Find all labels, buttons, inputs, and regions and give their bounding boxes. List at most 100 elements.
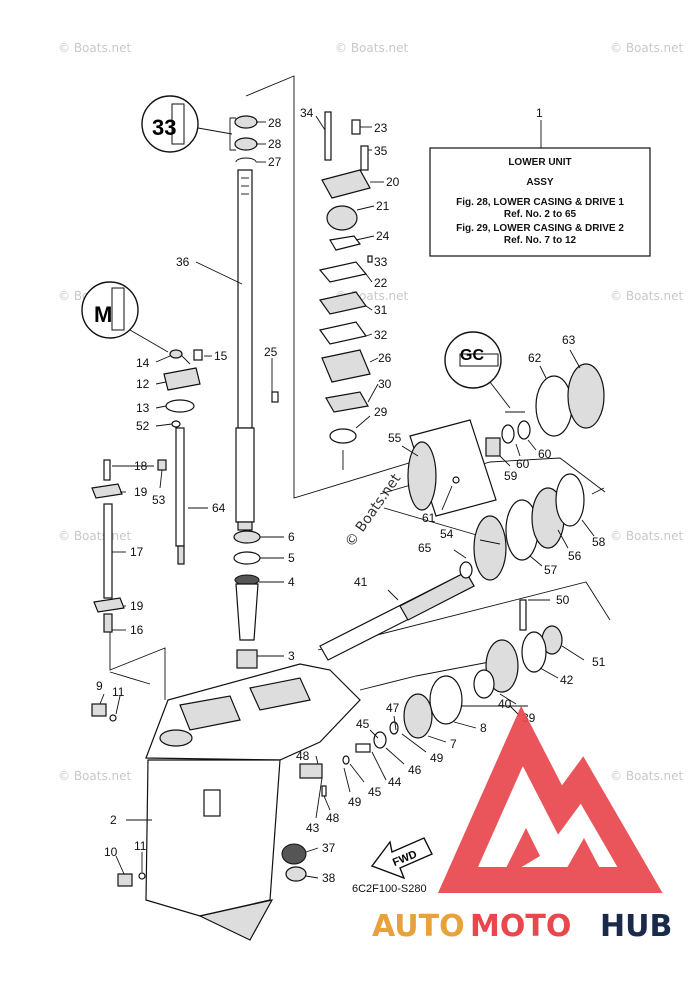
callout: 11 bbox=[134, 839, 147, 853]
callout: 44 bbox=[388, 775, 402, 789]
watermark-text: © Boats.net bbox=[610, 289, 684, 303]
title-line: Ref. No. 7 to 12 bbox=[504, 235, 577, 246]
watermark-text: © Boats.net bbox=[610, 769, 684, 783]
callout: 9 bbox=[96, 679, 103, 693]
callout: 3 bbox=[288, 649, 295, 663]
lower-casing bbox=[91, 663, 361, 941]
gear-assembly bbox=[281, 363, 605, 882]
callout: 6 bbox=[288, 530, 295, 544]
callout: 51 bbox=[592, 655, 606, 669]
callout: 27 bbox=[268, 155, 282, 169]
callout: 65 bbox=[418, 541, 432, 555]
lubricant-symbol-mid: M bbox=[81, 281, 169, 353]
callout: 48 bbox=[326, 811, 340, 825]
callout: 28 bbox=[268, 116, 282, 130]
callout: 42 bbox=[560, 673, 574, 687]
callout: 46 bbox=[408, 763, 422, 777]
svg-text:M: M bbox=[94, 302, 112, 327]
callout: 7 bbox=[450, 737, 457, 751]
propeller-shaft bbox=[319, 571, 475, 661]
callout: 2 bbox=[110, 813, 117, 827]
callout: 48 bbox=[296, 749, 310, 763]
brand-logo bbox=[437, 705, 663, 893]
callout: 52 bbox=[136, 419, 150, 433]
callout: 17 bbox=[130, 545, 144, 559]
callout: 54 bbox=[440, 527, 454, 541]
callout: 13 bbox=[136, 401, 150, 415]
callout: 35 bbox=[374, 144, 388, 158]
brand-part2: MOTO bbox=[470, 909, 571, 944]
title-line: Fig. 28, LOWER CASING & DRIVE 1 bbox=[456, 197, 624, 208]
callout: 57 bbox=[544, 563, 558, 577]
watermark-text: © Boats.net bbox=[58, 529, 132, 543]
callout: 26 bbox=[378, 351, 392, 365]
callout: 29 bbox=[374, 405, 388, 419]
svg-text:33: 33 bbox=[152, 115, 176, 140]
callout: 34 bbox=[300, 106, 314, 120]
callout: 61 bbox=[422, 511, 436, 525]
callout: 45 bbox=[356, 717, 370, 731]
callout: 59 bbox=[504, 469, 518, 483]
callout: 19 bbox=[130, 599, 144, 613]
callout: 30 bbox=[378, 377, 392, 391]
callout: 31 bbox=[374, 303, 388, 317]
callout: 43 bbox=[306, 821, 320, 835]
drive-shaft-lower-parts bbox=[233, 530, 261, 669]
callout: 19 bbox=[134, 485, 148, 499]
fwd-arrow: FWD bbox=[370, 837, 433, 880]
callout: 36 bbox=[176, 255, 190, 269]
callout: 18 bbox=[134, 459, 148, 473]
water-pump-stack bbox=[318, 111, 373, 444]
callout: 56 bbox=[568, 549, 582, 563]
callout: 41 bbox=[354, 575, 368, 589]
bracket-lines bbox=[109, 75, 611, 707]
callout: 15 bbox=[214, 349, 228, 363]
brand-part1: AUTO bbox=[372, 909, 465, 944]
callout: 40 bbox=[498, 697, 512, 711]
callout: 25 bbox=[264, 345, 278, 359]
callout: 12 bbox=[136, 377, 150, 391]
callout: 20 bbox=[386, 175, 400, 189]
callout: 33 bbox=[374, 255, 388, 269]
callout: 8 bbox=[480, 721, 487, 735]
title-box: 1 LOWER UNIT ASSY Fig. 28, LOWER CASING … bbox=[429, 106, 651, 257]
drive-shaft bbox=[235, 169, 255, 531]
callout: 60 bbox=[516, 457, 530, 471]
title-line: Fig. 29, LOWER CASING & DRIVE 2 bbox=[456, 223, 624, 234]
callout: 22 bbox=[374, 276, 388, 290]
watermark-text: © Boats.net bbox=[610, 529, 684, 543]
top-bearings bbox=[234, 115, 258, 163]
callout: 50 bbox=[556, 593, 570, 607]
callout: 21 bbox=[376, 199, 390, 213]
callout: 49 bbox=[430, 751, 444, 765]
title-line: Ref. No. 2 to 65 bbox=[504, 209, 577, 220]
callout: 64 bbox=[212, 501, 226, 515]
svg-text:GC: GC bbox=[460, 347, 484, 364]
callout: 16 bbox=[130, 623, 144, 637]
callout: 28 bbox=[268, 137, 282, 151]
lubricant-symbol-right: GC bbox=[444, 331, 511, 409]
callout: 62 bbox=[528, 351, 542, 365]
callout: 63 bbox=[562, 333, 576, 347]
watermark-text: © Boats.net bbox=[58, 769, 132, 783]
callout: 5 bbox=[288, 551, 295, 565]
watermark-text: © Boats.net bbox=[610, 41, 684, 55]
callout: 45 bbox=[368, 785, 382, 799]
callout: 53 bbox=[152, 493, 166, 507]
callout: 58 bbox=[592, 535, 606, 549]
callout: 60 bbox=[538, 447, 552, 461]
callout: 38 bbox=[322, 871, 336, 885]
callout: 11 bbox=[112, 685, 125, 699]
watermark-text: © Boats.net bbox=[58, 41, 132, 55]
diagram-code: 6C2F100-S280 bbox=[352, 883, 427, 895]
title-line: ASSY bbox=[526, 177, 554, 188]
brand-wordmark: AUTO MOTO HUB bbox=[372, 909, 672, 944]
title-box-ref: 1 bbox=[536, 106, 543, 120]
title-line: LOWER UNIT bbox=[508, 157, 571, 168]
callout: 23 bbox=[374, 121, 388, 135]
callout: 4 bbox=[288, 575, 295, 589]
callout-numbers: 28 28 27 34 23 35 20 21 24 33 22 31 32 2… bbox=[96, 106, 606, 885]
callout: 14 bbox=[136, 356, 150, 370]
